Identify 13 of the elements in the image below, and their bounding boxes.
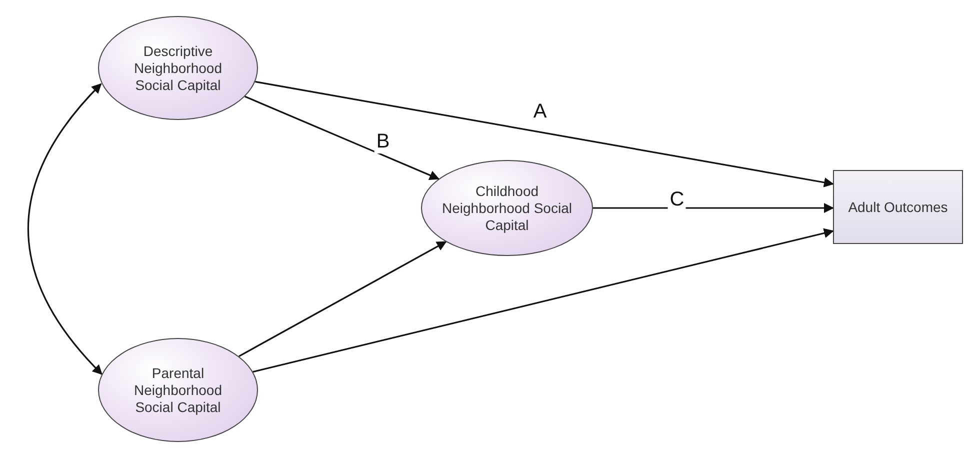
node-label: Descriptive Neighborhood Social Capital xyxy=(133,42,223,94)
arrow xyxy=(238,241,447,357)
node-label: Adult Outcomes xyxy=(847,198,949,216)
arrow xyxy=(244,96,440,180)
arrow xyxy=(593,203,834,213)
arrow xyxy=(255,80,834,188)
arrow xyxy=(28,83,102,375)
arrow xyxy=(252,228,834,373)
node-label: Childhood Neighborhood Social Capital xyxy=(442,182,572,234)
node-label: Parental Neighborhood Social Capital xyxy=(133,364,223,416)
edge-label: B xyxy=(374,130,392,154)
outcome-box xyxy=(833,170,963,244)
edge-label: C xyxy=(668,188,686,212)
